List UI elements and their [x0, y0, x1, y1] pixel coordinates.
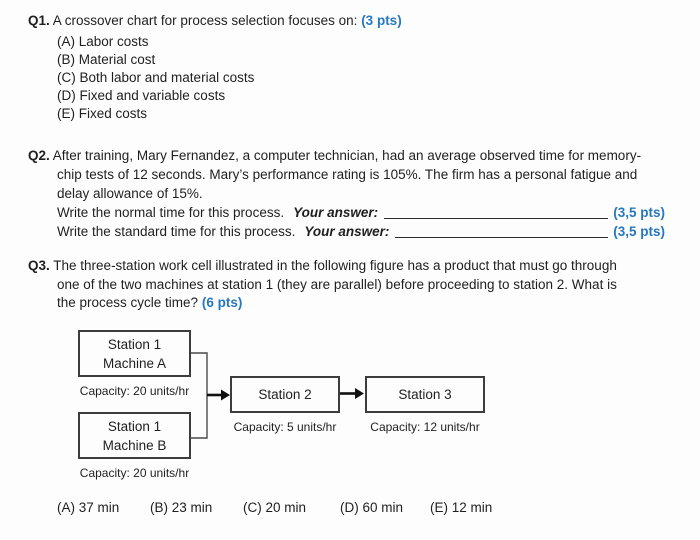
q2-normal-prompt: Write the normal time for this process.: [57, 205, 285, 220]
q3-text-1: The three-station work cell illustrated …: [53, 258, 617, 273]
station2-label: Station 2: [258, 387, 312, 402]
station1b-capacity-label: Capacity: 20 units/hr: [79, 466, 190, 480]
answer-blank-line: [395, 222, 609, 238]
q3-option: (A) 37 min: [57, 500, 120, 515]
q3-options-row: (A) 37 min (B) 23 min (C) 20 min (D) 60 …: [0, 499, 700, 519]
station2-capacity-label: Capacity: 5 units/hr: [233, 420, 337, 434]
q2-standard-points-badge: (3,5 pts): [613, 224, 665, 239]
q2-standard-prompt: Write the standard time for this process…: [57, 224, 296, 239]
q3-text-3: the process cycle time?: [57, 295, 199, 311]
q1-option: (A) Labor costs: [57, 34, 149, 49]
q2-normal-time-row: Write the normal time for this process. …: [57, 203, 665, 222]
arrowhead-station2: [221, 389, 230, 401]
station1b-line1: Station 1: [107, 418, 162, 434]
q2-text-1: After training, Mary Fernandez, a comput…: [52, 148, 642, 163]
q1-option: (C) Both labor and material costs: [57, 70, 255, 85]
q3-line-2: one of the two machines at station 1 (th…: [57, 276, 617, 292]
station3-box: Station 3: [365, 376, 485, 413]
question-q2: Q2. After training, Mary Fernandez, a co…: [28, 146, 672, 241]
q2-standard-time-row: Write the standard time for this process…: [57, 222, 665, 241]
station1-machine-a-box: Station 1 Machine A: [78, 330, 191, 377]
answer-blank-line: [384, 203, 609, 219]
q3-option: (C) 20 min: [243, 500, 307, 515]
q2-line-1: Q2. After training, Mary Fernandez, a co…: [28, 146, 672, 165]
station3-capacity-label: Capacity: 12 units/hr: [370, 420, 480, 434]
arrowhead-station3: [355, 388, 364, 399]
question-q1-header: Q1. A crossover chart for process select…: [28, 12, 402, 30]
q1-label: Q1.: [28, 13, 50, 28]
q2-line-2: chip tests of 12 seconds. Mary’s perform…: [57, 167, 638, 182]
station1b-line2: Machine B: [102, 437, 167, 453]
station1-machine-b-box: Station 1 Machine B: [78, 412, 191, 459]
parallel-merge-connector: [191, 352, 208, 439]
q3-points-badge: (6 pts): [201, 295, 243, 311]
station1a-line2: Machine A: [102, 355, 167, 371]
q2-label: Q2.: [28, 148, 50, 163]
q1-option: (B) Material cost: [57, 52, 156, 67]
q3-option: (E) 12 min: [430, 500, 493, 515]
question-q3: Q3. The three-station work cell illustra…: [28, 257, 678, 313]
q2-normal-answer-label: Your answer:: [293, 205, 379, 220]
q2-line-3: delay allowance of 15%.: [57, 186, 203, 201]
q1-option: (D) Fixed and variable costs: [57, 88, 226, 103]
q3-line-1: Q3. The three-station work cell illustra…: [28, 257, 678, 276]
q3-line-3: the process cycle time? (6 pts): [28, 294, 678, 313]
q1-option: (E) Fixed costs: [57, 106, 148, 121]
station1a-capacity-label: Capacity: 20 units/hr: [79, 384, 190, 398]
q3-option: (B) 23 min: [150, 500, 213, 515]
station2-box: Station 2: [230, 376, 340, 413]
q2-standard-answer-label: Your answer:: [304, 224, 390, 239]
station3-label: Station 3: [398, 387, 452, 402]
q3-label: Q3.: [28, 258, 50, 273]
q3-option: (D) 60 min: [340, 500, 404, 515]
q2-normal-points-badge: (3,5 pts): [613, 205, 665, 220]
q1-text: A crossover chart for process selection …: [52, 13, 358, 28]
q1-options-list: (A) Labor costs (B) Material cost (C) Bo…: [57, 33, 254, 123]
station1a-line1: Station 1: [107, 336, 162, 352]
q1-points-badge: (3 pts): [361, 13, 402, 28]
